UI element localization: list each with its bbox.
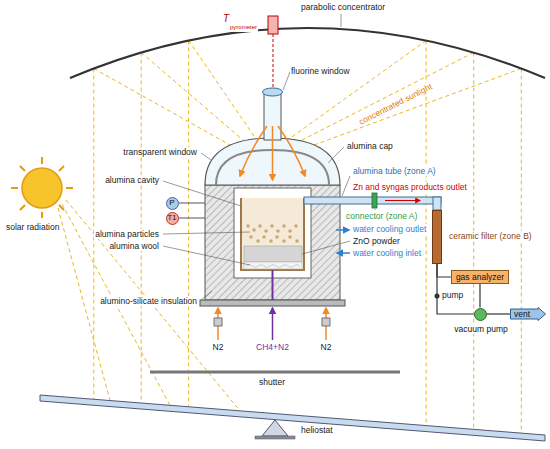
part-name: solar radiation (5, 222, 60, 232)
sensor-letter: P (169, 198, 174, 208)
flow-arrow (385, 200, 420, 201)
part-name: heliostat (300, 425, 334, 435)
gas-label: N2 (212, 342, 225, 352)
part-name: alumina tube (zone A) (352, 166, 437, 176)
pyrometer-symbol (268, 16, 278, 88)
part-name: pump (441, 290, 464, 300)
box-label: gas analyzer (456, 272, 504, 282)
connector-flange (372, 193, 377, 208)
pipe-line (487, 313, 511, 314)
gas-label: CH4+N2 (255, 342, 290, 352)
sensor-letter: T1 (168, 213, 177, 223)
leader-lines (163, 14, 375, 300)
part-name: alumina cavity (104, 175, 160, 185)
part-name: fluorine window (290, 66, 351, 76)
flow-label: water cooling inlet (352, 248, 422, 258)
gas-inlets (214, 308, 330, 340)
water-cooling-arrows (336, 230, 350, 253)
vent-arrow-outline (511, 308, 546, 321)
part-name: vacuum pump (453, 324, 508, 334)
heliostat-mirror (40, 395, 545, 441)
part-name: ZnO powder (352, 236, 401, 246)
symbol-subscript: pyrometer (229, 22, 258, 32)
outlet-tube (304, 193, 441, 210)
pipe-line (437, 264, 451, 277)
sun-disc (22, 168, 62, 208)
alumina-cavity (241, 198, 304, 300)
beam-label: concentrated sunlight (356, 81, 434, 128)
gas-label: N2 (320, 342, 333, 352)
ceramic-filter: ceramic filter (zone B) (432, 210, 442, 264)
temperature-sensor: T1 (166, 212, 179, 225)
pressure-sensor: P (166, 197, 179, 210)
zno-powder (244, 246, 302, 262)
fluorine-window (263, 88, 283, 96)
transparent-window-dome (205, 138, 340, 185)
light-arrows (240, 126, 305, 180)
part-name: shutter (258, 377, 286, 387)
alumina-particles (246, 224, 298, 242)
box-label: vent (510, 309, 530, 319)
part-name: connector (zone A) (345, 211, 418, 221)
alumina-wool (244, 262, 302, 269)
pipe-line (479, 284, 480, 308)
part-name: parabolic concentrator (300, 2, 386, 12)
part-name: alumino-silicate insulation (99, 296, 198, 306)
flow-label: Zn and syngas products outlet (352, 182, 468, 192)
sensor-lines (179, 203, 205, 218)
gas-inlet-pipe (272, 270, 274, 300)
part-name: alumina particles (94, 229, 160, 239)
pump-dot (435, 294, 440, 299)
vent-arrow: vent (510, 307, 546, 321)
gas-analyzer-box: gas analyzer (451, 270, 509, 284)
alumina-cap (216, 150, 329, 185)
part-name: alumina wool (108, 241, 160, 251)
sun-rays (11, 157, 73, 218)
shutter-plate (150, 371, 400, 374)
parabolic-concentrator (70, 28, 545, 78)
sun-symbol (11, 157, 73, 218)
part-name: alumina cap (346, 141, 394, 151)
part-name: ceramic filter (zone B) (448, 231, 533, 241)
flow-label: water cooling outlet (352, 224, 427, 234)
reactor-body (200, 185, 345, 306)
vacuum-pump-symbol: vacuum pump (474, 308, 487, 321)
part-name: transparent window (122, 147, 198, 157)
window-neck (264, 92, 281, 140)
